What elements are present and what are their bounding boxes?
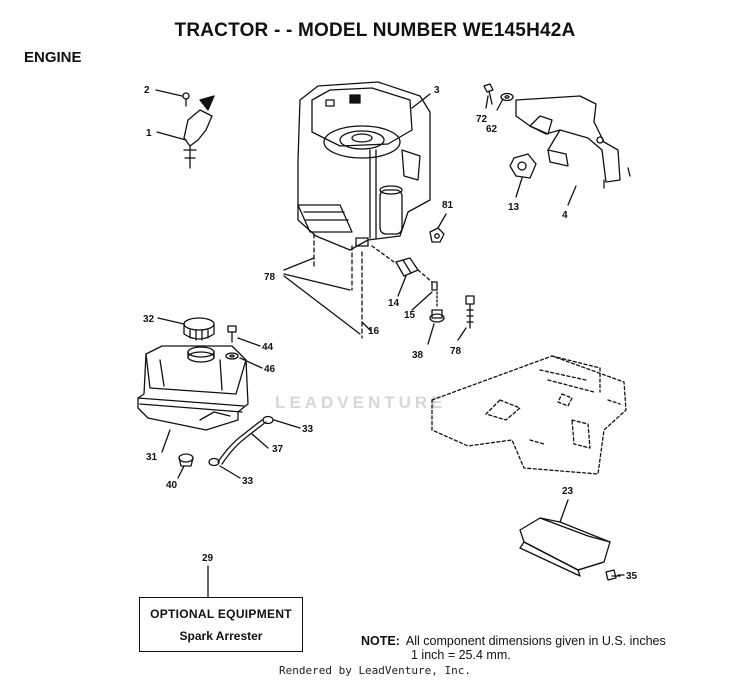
section-label: ENGINE [24, 49, 82, 66]
callout-40: 40 [166, 480, 178, 491]
callout-38: 38 [412, 350, 424, 361]
flange-nut-part[interactable] [429, 309, 445, 323]
callout-3: 3 [434, 85, 440, 96]
footer-credit: Rendered by LeadVenture, Inc. [278, 664, 472, 677]
optional-equipment-title: OPTIONAL EQUIPMENT [150, 607, 292, 621]
frame-part[interactable] [431, 355, 627, 475]
tank-washer-part[interactable] [225, 352, 239, 360]
callout-62: 62 [486, 124, 498, 135]
screw-part[interactable] [483, 83, 494, 105]
watermark: LEADVENTURE [275, 393, 447, 412]
dimension-note: NOTE: All component dimensions given in U… [361, 634, 666, 648]
diagram-title: TRACTOR - - MODEL NUMBER WE145H42A [174, 20, 576, 41]
shield-screw-part[interactable] [605, 569, 621, 581]
callout-13: 13 [508, 202, 520, 213]
note-line-1: All component dimensions given in U.S. i… [405, 634, 666, 648]
fuel-cap-part[interactable] [183, 317, 215, 341]
callout-44: 44 [262, 342, 274, 353]
callout-78-top: 78 [264, 272, 276, 283]
callout-2: 2 [144, 85, 150, 96]
callout-33-bottom: 33 [242, 476, 254, 487]
callout-78-bottom: 78 [450, 346, 462, 357]
note-line-2: 1 inch = 25.4 mm. [411, 648, 511, 662]
note-label: NOTE: [361, 634, 400, 648]
callout-46: 46 [264, 364, 276, 375]
washer-part[interactable] [500, 92, 514, 102]
callout-31: 31 [146, 452, 158, 463]
callout-32: 32 [143, 314, 155, 325]
throttle-control-part[interactable] [182, 92, 215, 169]
gasket-part[interactable] [509, 153, 537, 179]
bushing-part[interactable] [178, 453, 194, 467]
callout-16: 16 [368, 326, 380, 337]
callout-29: 29 [202, 553, 214, 564]
fuel-tank-part[interactable] [137, 345, 249, 431]
hose-clamp-part[interactable] [208, 415, 274, 467]
muffler-part[interactable] [515, 95, 631, 189]
callout-35: 35 [626, 571, 638, 582]
callout-72: 72 [476, 114, 488, 125]
optional-equipment-box: OPTIONAL EQUIPMENT Spark Arrester [139, 597, 303, 652]
callout-81: 81 [442, 200, 454, 211]
callout-37: 37 [272, 444, 284, 455]
tank-neck-part[interactable] [187, 346, 215, 363]
heat-shield-part[interactable] [519, 517, 611, 577]
bolt-part[interactable] [431, 281, 438, 291]
spacer-part[interactable] [395, 257, 419, 277]
callout-1: 1 [146, 128, 152, 139]
fuel-line-part[interactable] [217, 419, 267, 465]
callout-23: 23 [562, 486, 574, 497]
nut-part[interactable] [429, 227, 445, 243]
callout-14: 14 [388, 298, 400, 309]
callout-4: 4 [562, 210, 568, 221]
callout-33-top: 33 [302, 424, 314, 435]
callout-15: 15 [404, 310, 416, 321]
engine-bolt-part[interactable] [465, 295, 475, 329]
optional-equipment-item: Spark Arrester [179, 629, 263, 643]
tank-screw-part[interactable] [227, 325, 237, 343]
engine-part[interactable] [297, 81, 431, 251]
